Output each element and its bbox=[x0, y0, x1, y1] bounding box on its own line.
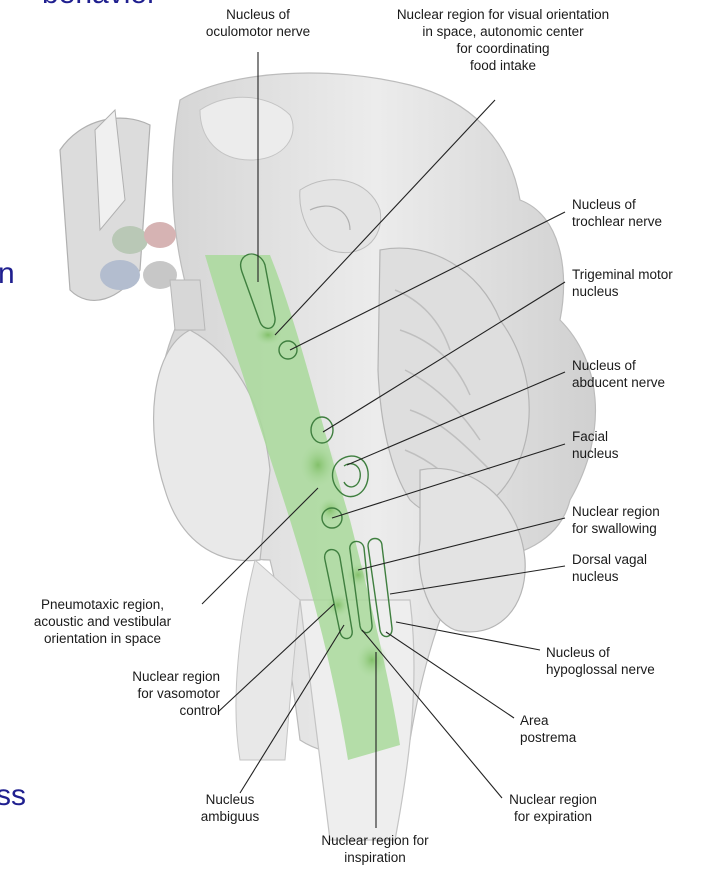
label-pneumotaxic-region: Pneumotaxic region, acoustic and vestibu… bbox=[0, 596, 205, 647]
label-trochlear-nucleus: Nucleus of trochlear nerve bbox=[572, 196, 662, 230]
label-hypoglossal-nucleus: Nucleus of hypoglossal nerve bbox=[546, 644, 655, 678]
label-area-postrema: Area postrema bbox=[520, 712, 576, 746]
label-facial-nucleus: Facial nucleus bbox=[572, 428, 619, 462]
label-dorsal-vagal-nucleus: Dorsal vagal nucleus bbox=[572, 551, 647, 585]
label-abducent-nucleus: Nucleus of abducent nerve bbox=[572, 357, 665, 391]
label-oculomotor-nucleus: Nucleus of oculomotor nerve bbox=[193, 6, 323, 40]
label-expiration-region: Nuclear region for expiration bbox=[478, 791, 628, 825]
label-trigeminal-motor-nucleus: Trigeminal motor nucleus bbox=[572, 266, 673, 300]
label-vasomotor-region: Nuclear region for vasomotor control bbox=[80, 668, 220, 719]
label-inspiration-region: Nuclear region for inspiration bbox=[300, 832, 450, 866]
label-nucleus-ambiguus: Nucleus ambiguus bbox=[185, 791, 275, 825]
label-visual-orientation-region: Nuclear region for visual orientation in… bbox=[378, 6, 628, 74]
label-swallowing-region: Nuclear region for swallowing bbox=[572, 503, 660, 537]
